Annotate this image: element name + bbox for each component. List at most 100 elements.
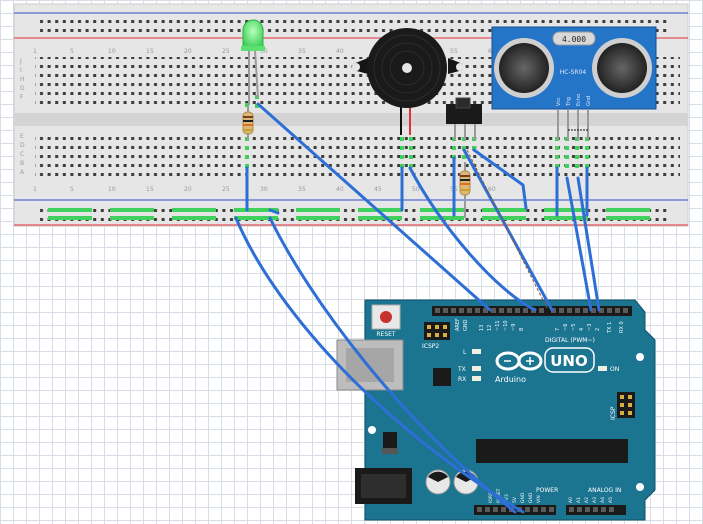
icsp2-label: ICSP2 <box>422 343 439 350</box>
uno-badge <box>544 347 595 373</box>
col-num: 10 <box>108 48 116 55</box>
center-channel <box>14 113 688 126</box>
row-letter: C <box>20 151 24 158</box>
col-num: 45 <box>374 186 382 193</box>
row-letter: E <box>20 133 24 140</box>
col-num: 60 <box>488 186 496 193</box>
pin-label: RX 0 <box>619 321 625 333</box>
wire-buzzer-pin[interactable] <box>408 166 537 312</box>
sensor-pin-label: Vcc <box>556 97 562 106</box>
analog-pin-labels: A0 A1 A2 A3 A4 A5 <box>568 497 614 503</box>
digital-label: DIGITAL (PWM~) <box>545 337 595 344</box>
switch-body <box>446 104 482 124</box>
reset-label: RESET <box>376 331 396 338</box>
on-label: ON <box>610 366 619 373</box>
led-rx <box>472 376 481 381</box>
led[interactable] <box>241 19 265 105</box>
power-label: POWER <box>536 487 558 494</box>
wire-switch-rail[interactable] <box>472 148 528 210</box>
resistor-band <box>460 179 470 181</box>
digital-pin-labels: AREF GND 13 12 ~11 ~10 ~9 8 7 ~6 ~5 4 ~3… <box>455 318 625 334</box>
resistor-band <box>460 189 470 191</box>
wire-5v[interactable] <box>268 216 517 514</box>
pin-label: 7 <box>555 328 561 331</box>
col-num: 1 <box>33 48 37 55</box>
col-num: 5 <box>70 186 74 193</box>
dc-jack-inner <box>361 474 406 498</box>
pin-label: 8 <box>519 328 525 331</box>
resistor-band <box>243 124 253 126</box>
wire-echo-pin[interactable] <box>576 176 601 312</box>
wire-gnd[interactable] <box>234 216 525 514</box>
col-num: 15 <box>146 48 154 55</box>
usb-connector-inner <box>346 348 394 382</box>
piezo-buzzer[interactable] <box>352 28 464 135</box>
arduino-brand-label: Arduino <box>495 375 526 384</box>
pin-label: VIN <box>536 495 542 503</box>
atmega-chip <box>476 439 628 463</box>
col-num: 5 <box>70 48 74 55</box>
col-num: 20 <box>184 186 192 193</box>
led-tx <box>472 366 481 371</box>
pin-label: ~5 <box>571 324 577 331</box>
led-l-label: L <box>463 349 467 356</box>
resistor-led[interactable] <box>242 106 254 140</box>
pin-label: 12 <box>487 325 493 331</box>
pin-label: A1 <box>576 497 582 503</box>
pin-label-gnd: GND <box>463 319 469 331</box>
col-num: 50 <box>412 186 420 193</box>
switch-knob[interactable] <box>455 97 471 109</box>
terminal-holes-bottom <box>35 132 680 179</box>
col-num: 40 <box>336 186 344 193</box>
reset-button-cap[interactable] <box>380 311 392 323</box>
resistor-switch[interactable] <box>459 162 471 218</box>
sensor-transducer-left <box>499 43 549 93</box>
col-num: 25 <box>222 186 230 193</box>
row-letter: D <box>20 142 25 149</box>
led-rx-label: RX <box>458 376 466 383</box>
arduino-uno[interactable]: RESET ICSP2 ICSP AREF GND 13 <box>336 299 656 521</box>
pin-label: IOREF <box>488 489 494 503</box>
pin-label-aref: AREF <box>455 318 461 331</box>
ultrasonic-sensor[interactable]: 4.000 HC-SR04 Vcc Trig Echo Gnd <box>491 26 657 140</box>
mount-hole <box>636 353 644 361</box>
analog-label: ANALOG IN <box>588 487 621 494</box>
icsp-header <box>617 392 635 418</box>
resistor-band <box>243 116 253 118</box>
row-letter: A <box>20 169 25 176</box>
pin-label: A0 <box>568 497 574 503</box>
capacitor-mark <box>428 471 448 482</box>
wire-switch-pin[interactable] <box>462 148 554 312</box>
led-leg-anode <box>254 49 259 99</box>
col-num: 15 <box>146 186 154 193</box>
regulator-tab <box>382 448 398 454</box>
wire[interactable] <box>268 208 280 215</box>
mount-hole <box>636 483 644 491</box>
row-letter: B <box>20 160 24 167</box>
col-num: 35 <box>298 48 306 55</box>
sensor-pin-label: Gnd <box>586 96 592 106</box>
slide-switch[interactable] <box>446 97 482 140</box>
pin-label: 4 <box>579 328 585 331</box>
pin-label: ~3 <box>587 324 593 331</box>
wire-led-pin[interactable] <box>256 102 492 312</box>
pin-label: ~11 <box>495 320 501 331</box>
wires <box>234 102 601 514</box>
pin-label: ~10 <box>503 320 509 331</box>
led-rim <box>241 46 265 51</box>
resistor-band <box>243 120 253 122</box>
icsp2-header <box>424 322 450 340</box>
pin-label: GND <box>528 492 534 503</box>
icsp-label: ICSP <box>610 406 617 420</box>
row-letter: I <box>20 67 22 74</box>
sensor-crystal <box>552 31 596 46</box>
row-letter: H <box>20 76 25 83</box>
row-letters: J I H G F E D C B A <box>19 58 25 176</box>
wire-trig-pin[interactable] <box>565 176 593 312</box>
resistor-band <box>460 175 470 177</box>
mount-hole <box>368 426 376 434</box>
pin-label: ~9 <box>511 324 517 331</box>
sensor-model-label: HC-SR04 <box>560 69 587 76</box>
sensor-pin-label: Echo <box>576 94 582 106</box>
